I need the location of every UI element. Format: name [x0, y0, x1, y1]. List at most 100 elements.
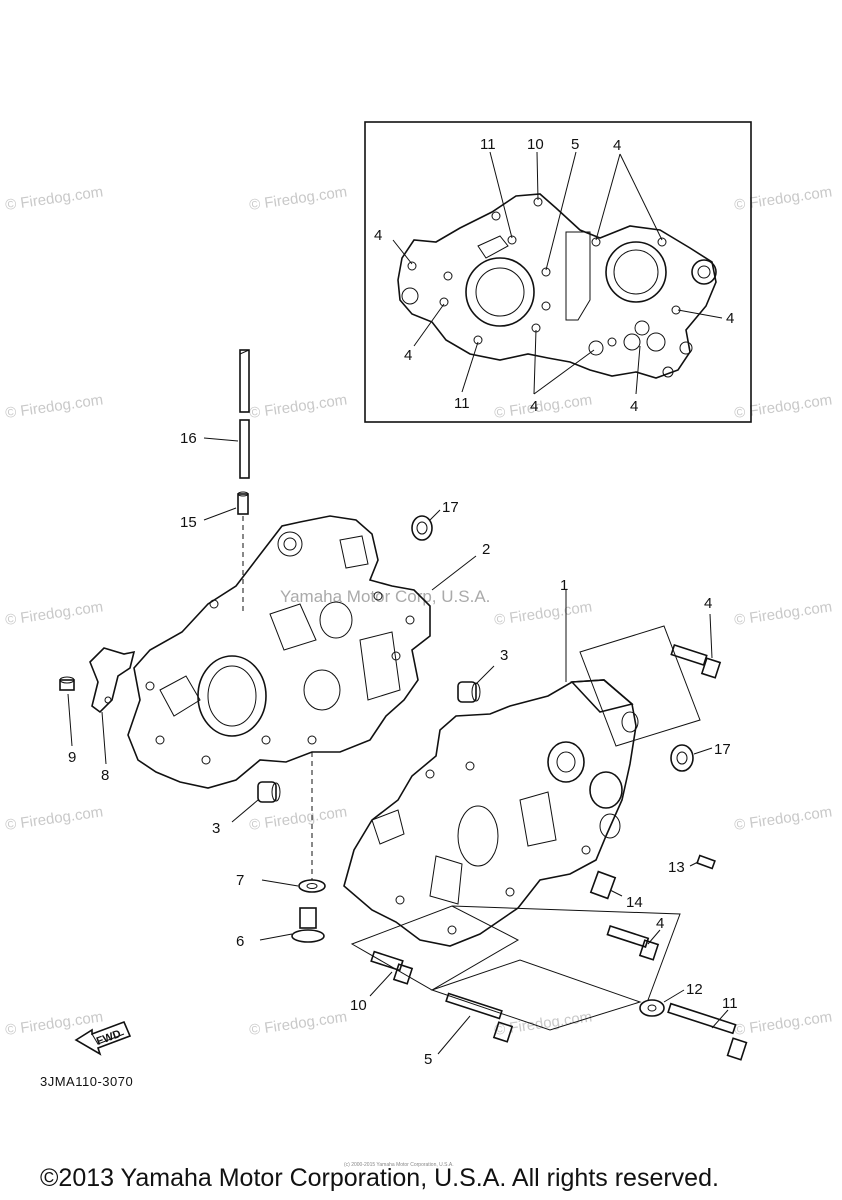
leader-line	[693, 747, 713, 755]
bolt-hole	[391, 651, 401, 661]
watermark: © Firedog.com	[248, 803, 348, 834]
leader-line	[711, 1009, 729, 1029]
nipple-top	[237, 491, 249, 497]
inset-bolt-hole	[439, 297, 449, 307]
pin-bevel	[239, 349, 250, 355]
inset-channel	[477, 235, 509, 259]
callout-label: 4	[726, 310, 734, 327]
bolt-frame	[430, 959, 642, 1031]
callout-label: 17	[714, 741, 731, 758]
inset-view: 11 10 5 4 4 4 4 4 4 11 4 4	[364, 121, 752, 423]
leader-line	[369, 971, 393, 997]
leader-line	[536, 151, 539, 201]
oil-seal	[411, 515, 433, 541]
screw-head	[59, 679, 75, 691]
diagram-code: 3JMA110-3070	[40, 1074, 133, 1089]
leader-line	[429, 509, 441, 521]
inset-frame	[364, 121, 752, 423]
leader-line	[431, 555, 477, 591]
crankcase-right-outline	[343, 679, 637, 947]
inset-hole	[634, 320, 650, 336]
callout-label: 11	[454, 395, 470, 412]
bearing-boss	[599, 813, 621, 839]
leader-line	[709, 613, 713, 659]
bearing-boss	[277, 531, 303, 557]
inset-bolt-hole	[491, 211, 501, 221]
watermark: © Firedog.com	[733, 598, 833, 629]
bracket-part	[89, 647, 136, 765]
cylinder-mount	[570, 679, 634, 713]
leader-line	[392, 239, 413, 265]
leader-line	[475, 665, 495, 685]
inset-boss-inner	[697, 265, 711, 279]
inset-bolt-hole	[657, 237, 667, 247]
inset-bolt-hole	[473, 335, 483, 345]
main-callouts: 16 15 17 2 1 4 3 9 8 3 17 7 6 13 14 4 10…	[68, 430, 738, 1068]
dowel-pin-part	[203, 349, 250, 479]
bolt-5	[445, 992, 503, 1020]
leader-line	[619, 153, 663, 241]
crankcase-left	[127, 515, 477, 789]
inset-bolt-hole	[407, 261, 417, 271]
gasket-washer-hole	[306, 883, 318, 889]
copyright-notice: ©2013 Yamaha Motor Corporation, U.S.A. A…	[40, 1164, 719, 1192]
callout-label: 2	[482, 541, 490, 558]
bolt-hole	[373, 591, 383, 601]
watermark: © Firedog.com	[4, 803, 104, 834]
callout-label: 8	[101, 767, 109, 784]
bolt-5-head	[492, 1021, 514, 1043]
watermark: © Firedog.com	[493, 391, 593, 422]
bearing-boss	[547, 741, 585, 783]
damper	[589, 870, 617, 900]
bolt-hole	[505, 887, 515, 897]
callout-label: 3	[212, 820, 220, 837]
bearing-boss	[319, 601, 353, 639]
bolt-4-head	[638, 939, 660, 961]
inset-hole	[623, 333, 641, 351]
stud-bolt	[696, 854, 716, 870]
watermark: © Firedog.com	[248, 1008, 348, 1039]
callout-label: 4	[656, 915, 664, 932]
bolt-hole	[155, 735, 165, 745]
seal-bore	[621, 711, 639, 733]
crank-bore-inner	[207, 665, 257, 727]
callout-label: 4	[404, 347, 412, 364]
leader-line	[689, 861, 699, 867]
callout-label: 11	[480, 136, 496, 153]
bolt-frame	[451, 905, 681, 1001]
callout-label: 4	[530, 398, 538, 415]
dowel-pin	[239, 349, 250, 413]
dowel-pin	[239, 419, 250, 479]
inset-bore-right-inner	[613, 249, 659, 295]
watermark: © Firedog.com	[4, 1008, 104, 1039]
leader-line	[533, 349, 595, 395]
inset-bolt-hole	[607, 337, 617, 347]
dowel-end	[271, 782, 281, 802]
inset-hole	[401, 287, 419, 305]
callout-label: 3	[500, 647, 508, 664]
leader-line	[595, 153, 621, 241]
inset-crankcase-outline	[397, 193, 717, 379]
bolt-hole	[261, 735, 271, 745]
fwd-arrow	[74, 1020, 132, 1056]
watermark: © Firedog.com	[4, 391, 104, 422]
leader-line	[545, 151, 577, 271]
drain-bolt-shank	[299, 907, 317, 929]
washer-12-hole	[647, 1004, 657, 1012]
drain-bolt-parts	[259, 752, 326, 943]
bearing-boss	[589, 771, 623, 809]
bolt-frame	[579, 625, 701, 747]
washer-12	[639, 999, 665, 1017]
bolt-hole	[395, 895, 405, 905]
crankcase-left-outline	[127, 515, 431, 789]
fwd-arrow-depth	[91, 1033, 125, 1045]
inset-bore-left-inner	[475, 267, 525, 317]
leader-line	[663, 989, 685, 1003]
bolt-10-head	[392, 963, 414, 985]
bolt-hole	[405, 615, 415, 625]
bracket	[89, 647, 136, 714]
bearing-boss	[303, 669, 341, 711]
bracket-hole	[104, 696, 112, 704]
bolt-hole	[209, 599, 219, 609]
